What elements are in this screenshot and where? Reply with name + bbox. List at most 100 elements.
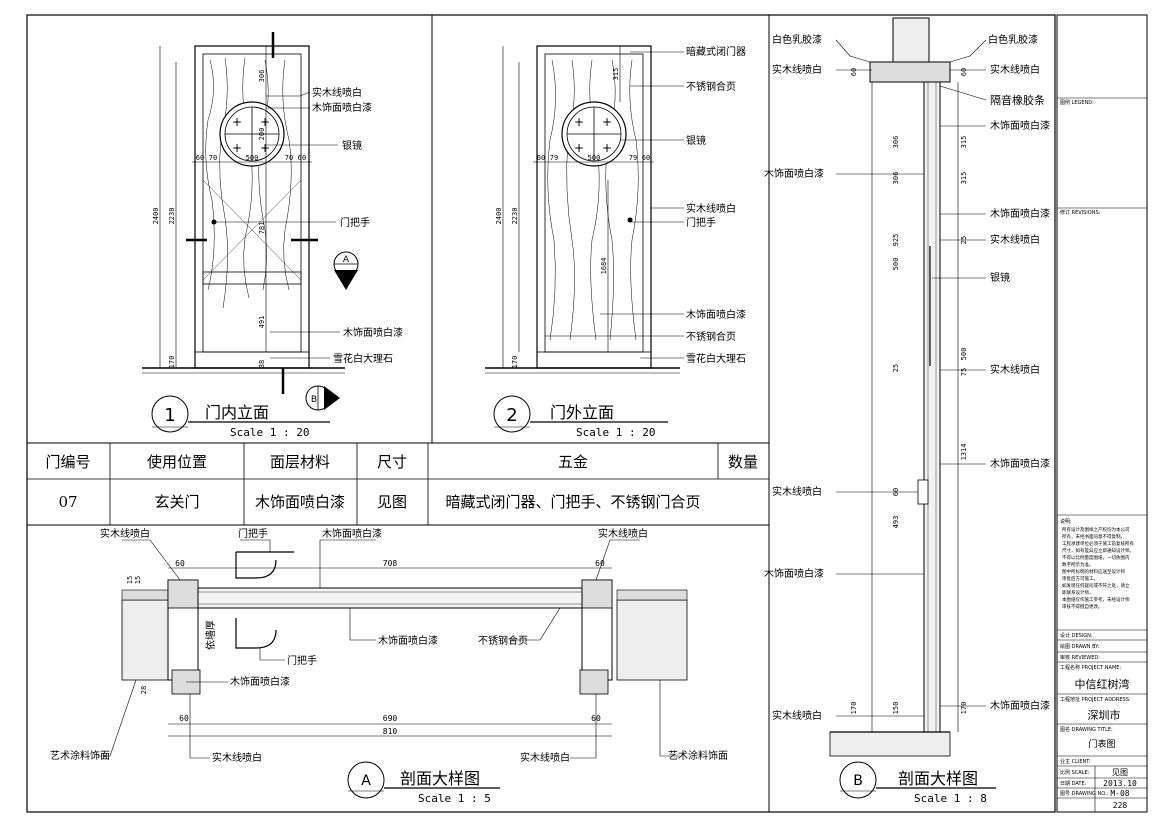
svg-text:60: 60: [179, 714, 189, 723]
svg-text:木饰面喷白漆: 木饰面喷白漆: [990, 699, 1050, 712]
svg-text:500: 500: [960, 348, 968, 361]
svg-text:B: B: [853, 773, 863, 789]
view-title-section-b: B 剖面大样图 Scale 1 : 8: [839, 761, 996, 805]
svg-text:隔音橡胶条: 隔音橡胶条: [990, 93, 1045, 107]
svg-text:60: 60: [175, 559, 185, 568]
marble-sill: [536, 351, 652, 369]
svg-text:+: +: [260, 141, 270, 155]
svg-text:设计 DESIGN:: 设计 DESIGN:: [1060, 632, 1093, 639]
svg-text:数字所示为准。: 数字所示为准。: [1062, 561, 1094, 568]
kick-rail: [202, 271, 302, 285]
svg-text:315: 315: [960, 136, 968, 149]
svg-text:实木线喷白: 实木线喷白: [520, 751, 570, 764]
svg-text:781: 781: [258, 222, 266, 235]
table-cell: 见图: [377, 493, 407, 511]
svg-text:雪花白大理石: 雪花白大理石: [333, 352, 393, 365]
svg-text:木饰面喷白漆: 木饰面喷白漆: [312, 101, 372, 114]
svg-text:审批后方可施工。: 审批后方可施工。: [1062, 575, 1098, 582]
svg-text:79: 79: [550, 154, 558, 162]
svg-text:业主 CLIENT:: 业主 CLIENT:: [1060, 758, 1091, 765]
svg-text:70: 70: [209, 154, 217, 162]
svg-text:木饰面喷白漆: 木饰面喷白漆: [990, 207, 1050, 220]
svg-text:门把手: 门把手: [238, 527, 268, 540]
svg-text:A: A: [343, 255, 350, 265]
svg-text:60: 60: [642, 154, 650, 162]
section-a-detail: 60 708 60 15 15 28 60 690 60 810 实木线喷白 门…: [50, 527, 728, 805]
dimension-lines: [871, 82, 959, 732]
svg-text:+: +: [232, 115, 242, 129]
svg-text:690: 690: [383, 714, 398, 723]
table-header: 门编号: [45, 453, 90, 471]
section-marker-b: B: [305, 385, 340, 411]
view-scale: Scale 1 : 8: [914, 792, 987, 805]
svg-text:79: 79: [629, 154, 637, 162]
door-leaf-section: [197, 587, 583, 609]
svg-text:银镜: 银镜: [686, 134, 706, 147]
svg-text:实木线喷白: 实木线喷白: [772, 709, 822, 722]
svg-text:315: 315: [960, 172, 968, 185]
project-address: 深圳市: [1088, 708, 1121, 722]
sheet-frame: [26, 14, 1056, 813]
elevation-inner: + + + + A B: [142, 32, 403, 439]
svg-text:925: 925: [892, 234, 900, 247]
svg-text:M-08: M-08: [1110, 789, 1129, 798]
svg-text:所有设计及图样之产权均为本公司: 所有设计及图样之产权均为本公司: [1062, 526, 1130, 533]
svg-text:木饰面喷白漆: 木饰面喷白漆: [990, 119, 1050, 132]
svg-text:木饰面喷白漆: 木饰面喷白漆: [764, 167, 824, 180]
view-scale: Scale 1 : 20: [230, 426, 309, 439]
leader-lines: [835, 39, 987, 717]
view-title-section-a: A 剖面大样图 Scale 1 : 5: [347, 761, 500, 805]
head-frame: [869, 61, 951, 83]
door-leaf-vertical: [923, 81, 941, 733]
svg-text:实木线喷白: 实木线喷白: [990, 63, 1040, 76]
floor-slab: [829, 731, 951, 757]
svg-text:门把手: 门把手: [686, 216, 716, 229]
svg-text:170: 170: [960, 702, 968, 715]
svg-text:实木线喷白: 实木线喷白: [312, 86, 362, 99]
dimension-lines: [159, 46, 312, 368]
title-block-notes: 所有设计及图样之产权均为本公司 所有，未经书面同意不得复制。 工程承建单位必须于…: [1062, 526, 1134, 610]
svg-text:2400: 2400: [152, 208, 160, 225]
svg-text:A: A: [361, 773, 371, 789]
svg-text:170: 170: [511, 356, 519, 369]
svg-text:2230: 2230: [511, 208, 519, 225]
handle-block: [917, 479, 929, 505]
svg-text:60: 60: [537, 154, 545, 162]
table-header: 数量: [728, 453, 758, 471]
svg-text:实木线喷白: 实木线喷白: [990, 233, 1040, 246]
svg-text:实木线喷白: 实木线喷白: [100, 527, 150, 540]
svg-text:木饰面喷白漆: 木饰面喷白漆: [378, 634, 438, 647]
door-schedule-table: 门编号 使用位置 面层材料 尺寸 五金 数量 07 玄关门 木饰面喷白漆 见图 …: [45, 453, 758, 511]
svg-text:25: 25: [892, 364, 900, 372]
leader-lines: [214, 91, 340, 359]
svg-text:审核 REVIEWED:: 审核 REVIEWED:: [1060, 654, 1100, 661]
svg-text:图例 LEGEND:: 图例 LEGEND:: [1060, 99, 1094, 106]
leader-lines: [545, 51, 684, 359]
svg-text:810: 810: [383, 727, 398, 736]
view-scale: Scale 1 : 20: [576, 426, 655, 439]
svg-text:+: +: [260, 115, 270, 129]
title-block-frame: [1056, 14, 1148, 813]
dimension-lines: [502, 46, 654, 368]
svg-text:200: 200: [258, 128, 266, 141]
svg-text:白色乳胶漆: 白色乳胶漆: [988, 33, 1038, 46]
wall-right: [616, 599, 688, 681]
svg-text:木饰面喷白漆: 木饰面喷白漆: [686, 308, 746, 321]
svg-text:60: 60: [196, 154, 204, 162]
view-title: 剖面大样图: [400, 769, 480, 788]
svg-text:不得以比例量度图纸，一切依图内: 不得以比例量度图纸，一切依图内: [1062, 554, 1130, 561]
section-marker-a: A: [333, 251, 359, 290]
svg-text:本图纸仅作施工参考，未经设计师: 本图纸仅作施工参考，未经设计师: [1062, 596, 1130, 603]
door-outer-frame: [536, 45, 652, 369]
svg-text:实木线喷白: 实木线喷白: [598, 527, 648, 540]
svg-text:图中所标明的材料应送至设计师: 图中所标明的材料应送至设计师: [1062, 568, 1125, 575]
svg-text:雪花白大理石: 雪花白大理石: [686, 352, 746, 365]
marble-sill: [194, 351, 310, 369]
svg-text:图名 DRAWING TITLE:: 图名 DRAWING TITLE:: [1060, 726, 1113, 733]
schedule-col-lines: [109, 443, 719, 525]
door-outer-frame: [194, 45, 310, 369]
svg-text:70: 70: [285, 154, 293, 162]
svg-text:银镜: 银镜: [342, 139, 362, 152]
svg-text:+: +: [602, 141, 612, 155]
